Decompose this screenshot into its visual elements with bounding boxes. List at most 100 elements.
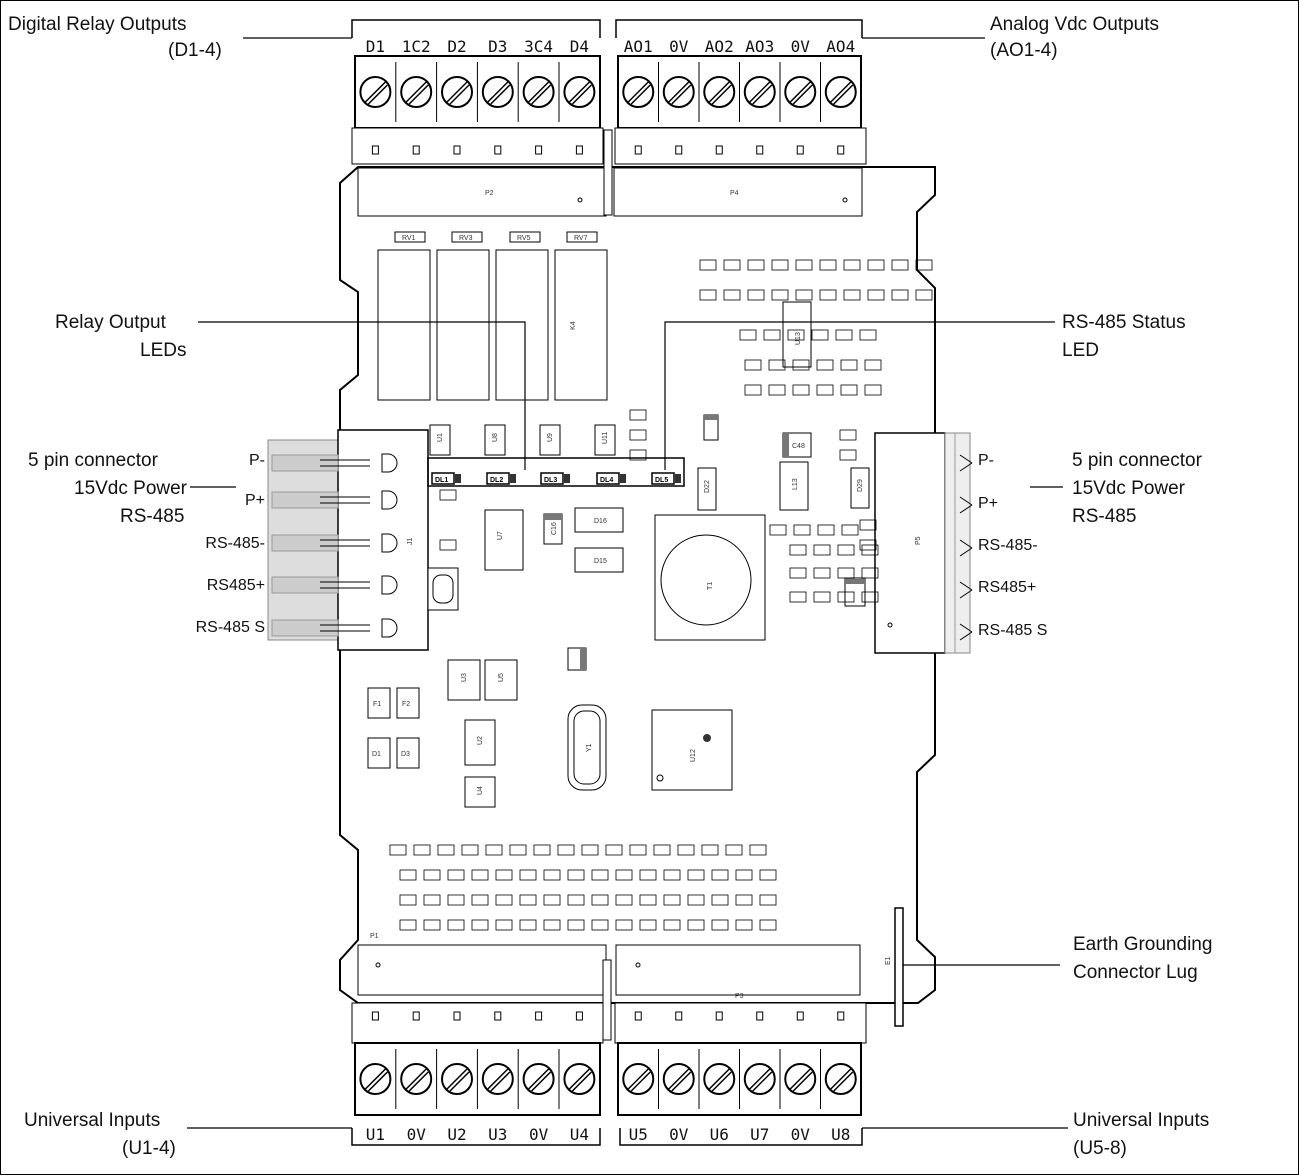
right-pin-p-minus: P- [978,452,994,469]
led-dl5-label: DL5 [655,477,668,484]
chip-u7-label: U7 [497,531,504,540]
bottom-right-terminal-2: 0V [669,1125,689,1144]
chip-d22-label: D22 [704,480,711,493]
fuse-f1-label: F1 [373,701,381,708]
rv3-label: RV3 [459,235,473,242]
fuse-f2-label: F2 [402,701,410,708]
chip-u8-label: U8 [492,433,499,442]
left-pin-rs485-minus: RS-485- [205,535,265,552]
j1-pin-1 [381,453,398,473]
right-pin-p-plus: P+ [978,495,998,512]
led-dl3-label: DL3 [544,477,557,484]
label-earth-line2: Connector Lug [1073,962,1198,983]
label-earth-line1: Earth Grounding [1073,934,1212,955]
connector-p1-label: P1 [370,933,379,940]
right-pin-rs485-s: RS-485 S [978,622,1047,639]
label-digital-relay-line1: Digital Relay Outputs [8,14,186,35]
top-right-terminal-4: AO3 [745,37,774,56]
label-relay-leds-line1: Relay Output [55,312,167,333]
label-rs485-status-line2: LED [1062,340,1099,361]
connector-p5-label: P5 [915,536,922,545]
top-right-terminal-6: AO4 [826,37,855,56]
left-pin-rs485-s: RS-485 S [196,619,265,636]
crystal-y1-label: Y1 [586,743,593,752]
chip-u4-label: U4 [477,786,484,795]
right-5pin-connector: P5 [874,432,973,654]
label-left-connector-line1: 5 pin connector [28,450,159,471]
bottom-right-terminal-block [614,1002,867,1146]
connector-p3-label: P3 [735,993,744,1000]
left-5pin-connector: J1 [267,429,429,651]
top-left-terminal-4: D3 [488,37,507,56]
top-left-terminal-block [351,19,604,165]
top-left-terminal-5: 3C4 [524,37,553,56]
rv7-label: RV7 [574,235,588,242]
left-pin-rs485-plus: RS485+ [207,577,265,594]
top-right-terminal-5: 0V [791,37,811,56]
diode-d16-label: D16 [594,518,607,525]
p5-pin-3 [959,539,973,549]
left-pin-p-minus: P- [249,452,265,469]
label-universal-right-line1: Universal Inputs [1073,1110,1209,1131]
rv5-label: RV5 [517,235,531,242]
connector-j1-label: J1 [407,538,414,546]
diode-d1-label: D1 [372,751,381,758]
j1-pin-3 [381,533,398,553]
bottom-right-terminal-3: U6 [710,1125,729,1144]
led-dl4-label: DL4 [600,477,613,484]
top-left-terminal-6: D4 [570,37,589,56]
bottom-right-terminal-5: 0V [791,1125,811,1144]
chip-l13-label: L13 [792,478,799,490]
label-left-connector-line2: 15Vdc Power [74,478,188,499]
chip-u13-label: U13 [795,332,802,345]
left-pin-p-plus: P+ [245,492,265,509]
bottom-left-terminal-6: U4 [570,1125,589,1144]
label-digital-relay-line2: (D1-4) [168,40,222,61]
label-relay-leds-line2: LEDs [140,340,186,361]
led-dl5 [651,472,675,485]
led-dl1-label: DL1 [435,477,448,484]
j1-pin-4 [381,575,398,595]
label-universal-right-line2: (U5-8) [1073,1138,1127,1159]
right-pin-labels: P- P+ RS-485- RS485+ RS-485 S [978,452,1047,639]
right-pin-rs485-plus: RS485+ [978,579,1036,596]
led-dl1 [431,472,455,485]
diode-d15-label: D15 [594,558,607,565]
top-right-terminal-2: 0V [669,37,689,56]
j1-pin-5 [381,618,398,638]
earth-lug [894,907,904,1027]
chip-u2-label: U2 [477,736,484,745]
led-dl4 [596,472,620,485]
cap-c16-label: C16 [551,522,558,535]
top-right-terminal-block [614,19,867,165]
relay-k4-label: K4 [570,321,577,330]
top-right-terminal-3: AO2 [705,37,734,56]
chip-u9-label: U9 [547,433,554,442]
relay-bank: K4 RV1 RV3 RV5 RV7 [377,231,608,401]
label-right-connector-line3: RS-485 [1072,506,1136,527]
label-right-connector-line1: 5 pin connector [1072,450,1203,471]
connector-p4-label: P4 [730,190,739,197]
connector-p2-label: P2 [485,190,494,197]
led-dl2-label: DL2 [490,477,503,484]
chip-t1-label: T1 [707,582,714,590]
bottom-left-terminal-block [351,1002,604,1146]
bottom-left-terminal-4: U3 [488,1125,507,1144]
label-right-connector-line2: 15Vdc Power [1072,478,1186,499]
right-pin-rs485-minus: RS-485- [978,537,1038,554]
p5-pin-2 [959,496,973,506]
label-rs485-status-line1: RS-485 Status [1062,312,1186,333]
bottom-left-terminal-5: 0V [529,1125,549,1144]
bottom-right-terminal-4: U7 [750,1125,769,1144]
label-analog-vdc-line2: (AO1-4) [990,40,1058,61]
chip-u12-label: U12 [690,749,697,762]
bottom-left-terminal-2: 0V [407,1125,427,1144]
p5-pin-4 [959,581,973,591]
chip-d29-label: D29 [857,479,864,492]
led-dl2 [486,472,510,485]
top-left-terminal-1: D1 [366,37,385,56]
label-left-connector-line3: RS-485 [120,506,184,527]
bottom-right-terminal-1: U5 [629,1125,648,1144]
left-pin-labels: P- P+ RS-485- RS485+ RS-485 S [196,452,265,636]
chip-u3-label: U3 [461,673,468,682]
